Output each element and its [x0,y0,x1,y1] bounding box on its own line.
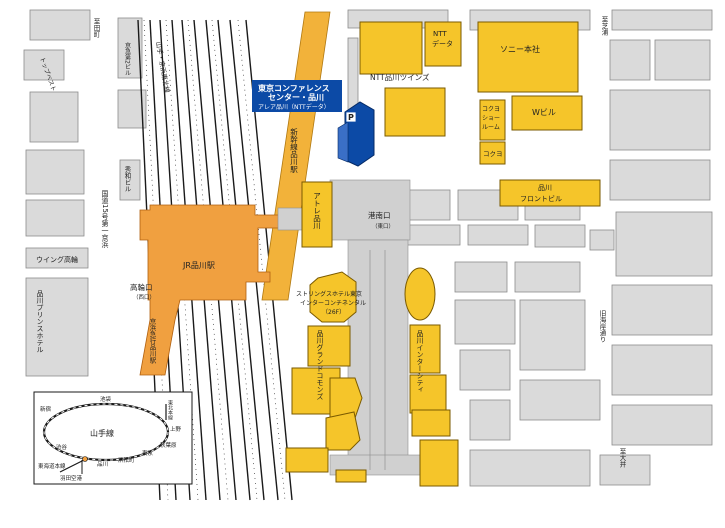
kyu-kaigan-label: 旧海岸通り [598,310,606,343]
route15-label: 国道15号第一京浜 [101,190,109,249]
building-ntt-data-west [359,21,423,75]
ntt-data-label-1: NTT [433,30,447,38]
target-title-2: センター・品川 [268,92,324,102]
building-ntt-data [424,21,462,67]
shinkansen-label: 新幹線品川駅 [289,127,298,175]
shinagawa-front-label-2: フロントビル [520,194,562,203]
building-inter-city-4 [419,439,459,487]
inset-station-shinjuku: 新宿 [40,405,52,413]
inter-city-label: 品川インターシティ [416,330,424,393]
atre-label: アトレ品川 [313,192,322,230]
strings-label-3: （26F） [322,309,345,316]
inset-station-akihabara: 秋葉原 [160,441,177,449]
walkway-lines [369,250,386,470]
inset-title: 山手線 [90,428,114,438]
jr-shinagawa-station [139,204,286,376]
building-inter-city-1 [409,324,441,374]
building-grand-commons-5 [285,447,329,473]
inset-map [33,391,193,485]
kokuyo-showroom-label-1: コクヨ [482,106,500,113]
building-grand-commons-1 [307,325,351,367]
kokuyo-showroom-label-2: ショー [482,115,500,122]
target-marker-box [345,111,357,123]
building-ntt-twins [384,87,446,137]
building-strings-hotel [309,271,357,323]
konan-exit-sub: （東口） [372,222,394,230]
inset-station-ikebukuro: 池袋 [100,395,112,403]
building-grand-commons-6 [335,469,367,483]
kokuyo-label: コクヨ [483,150,503,158]
shinagawa-front-label-1: 品川 [538,184,552,192]
inset-line-haneda: 羽田空港 [60,474,83,482]
wing-label: ウイング高輪 [36,255,78,264]
building-grand-commons-4 [325,411,361,451]
building-kokuyo [479,141,506,165]
sony-label: ソニー本社 [500,44,540,54]
ntt-data-label-2: データ [432,39,453,48]
w-building-label: Wビル [532,108,556,117]
to-shiba-label: 至芝浦 [600,16,608,37]
ntt-twins-label: NTT品川ツインズ [370,72,430,82]
inset-line-tokaido: 東海道本線 [38,462,66,470]
target-callout[interactable] [252,80,342,112]
building-grand-commons-3 [329,377,363,419]
strings-label-1: ストリングスホテル東京 [296,290,362,298]
inset-station-tokyo: 東京 [142,449,154,457]
inset-line-tohoku: 東北本線 [167,399,173,420]
building-inter-city-tower [404,267,436,321]
building-shinagawa-front [499,179,601,207]
building-kokuyo-showroom [479,99,506,141]
takanawa-exit-sub: （西口） [133,294,155,301]
shuwa-label: 秀和ビル [123,165,131,192]
city-blocks [23,9,713,487]
inset-station-shinagawa: 品川 [97,461,108,468]
building-w [511,95,583,131]
keikyu-2nd-label: 京急第2ビル [124,41,131,76]
to-tamachi-label: 至田町 [92,18,100,38]
takanawa-exit-label: 高輪口 [130,282,153,292]
building-inter-city-3 [411,409,451,437]
prince-label: 品川プリンスホテル [36,290,44,353]
kokuyo-showroom-label-3: ルーム [482,124,500,131]
inset-station-hamamatsucho: 浜松町 [118,456,135,464]
konan-exit-label: 港南口 [368,210,391,220]
target-subtitle: アレア品川（NTTデータ） [258,103,330,111]
keikyu-label: 京浜急行品川駅 [148,317,156,365]
building-atre [301,181,333,248]
target-marker: P [348,113,354,122]
buildings [285,21,601,487]
grand-commons-label: 品川グランドコモンズ [316,330,324,400]
strings-label-2: インターコンチネンタル [300,299,366,307]
inset-station-ueno: 上野 [170,425,182,433]
building-sony [477,21,579,93]
target-title-1: 東京コンファレンス [258,83,330,93]
jr-station-label: JR品川駅 [182,261,215,270]
to-oi-label: 至大井 [618,448,626,469]
inset-station-shibuya: 渋谷 [56,443,68,451]
